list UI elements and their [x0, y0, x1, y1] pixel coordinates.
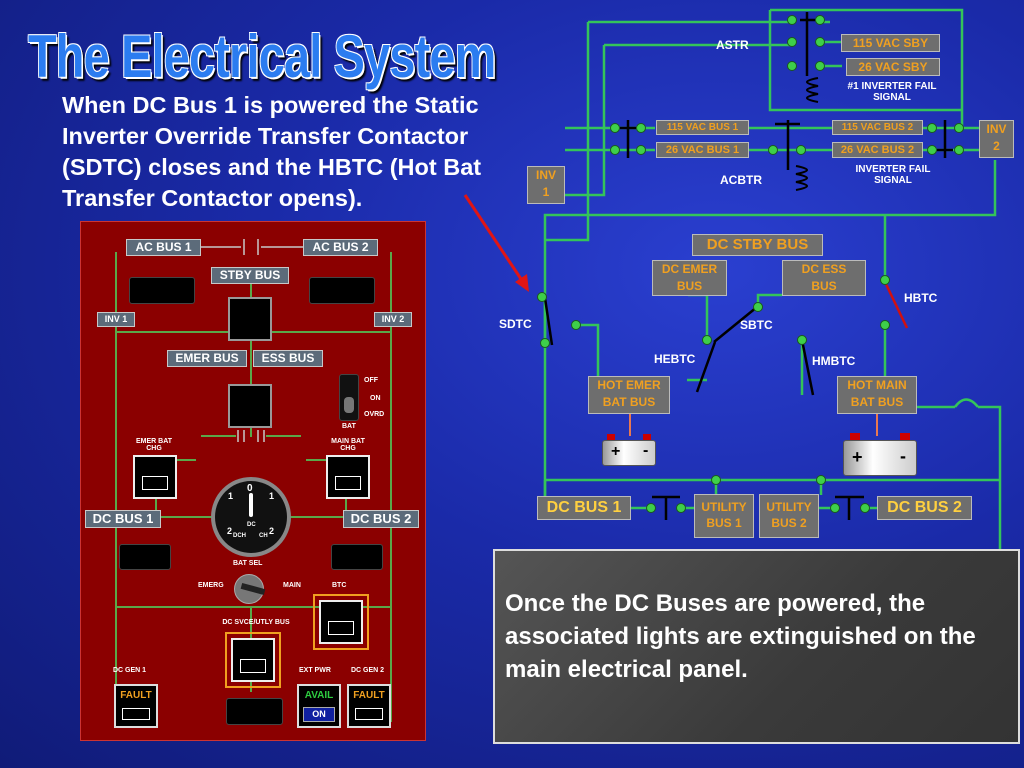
emer-battery-plus: + [611, 443, 621, 460]
bat-switch[interactable] [339, 374, 359, 421]
note-box: Once the DC Buses are powered, the assoc… [493, 549, 1020, 744]
emer-bus-label: EMER BUS [167, 350, 247, 367]
dc-gen-2-fault-light[interactable]: FAULT [347, 684, 391, 728]
inv-2-label: INV 2 [374, 312, 412, 327]
main-battery-minus: - [900, 446, 906, 466]
note-text: Once the DC Buses are powered, the assoc… [505, 590, 976, 683]
dc-bus-2-schematic: DC BUS 2 [877, 496, 972, 520]
btc-light[interactable] [313, 594, 369, 650]
fault-2-text: FAULT [353, 690, 385, 701]
ac-bus-2-annunciator [309, 277, 375, 304]
intro-text: When DC Bus 1 is powered the Static Inve… [62, 92, 482, 211]
dc-bus-1-schematic: DC BUS 1 [537, 496, 631, 520]
emer-battery-minus: - [643, 442, 649, 459]
ac-bus-2-label: AC BUS 2 [303, 239, 378, 256]
vac26-bus-2: 26 VAC BUS 2 [832, 142, 923, 158]
main-battery-plus: + [852, 447, 863, 467]
fault-1-text: FAULT [120, 690, 152, 701]
pointer-arrow [463, 194, 529, 292]
vac115-bus-2: 115 VAC BUS 2 [832, 120, 923, 135]
ac-bus-1-label: AC BUS 1 [126, 239, 201, 256]
ac-bus-1-annunciator [129, 277, 195, 304]
gauge-one-left: 1 [228, 491, 234, 501]
dc-gen-1-fault-light[interactable]: FAULT [114, 684, 158, 728]
vac26-sby-bus: 26 VAC SBY [846, 58, 940, 76]
vac115-bus-1: 115 VAC BUS 1 [656, 120, 749, 135]
astr-label: ASTR [716, 38, 749, 52]
acbtr-label: ACBTR [720, 173, 762, 187]
dc-gen-2-label: DC GEN 2 [351, 667, 385, 674]
bat-ovrd-label: OVRD [364, 411, 385, 418]
dc-svce-label: DC SVCE/UTLY BUS [222, 619, 290, 626]
ess-bus-label: ESS BUS [253, 350, 323, 367]
electrical-panel: AC BUS 1 AC BUS 2 STBY BUS INV 1 INV 2 E… [80, 221, 426, 741]
emer-bat-chg-light[interactable] [133, 455, 177, 499]
ext-pwr-light[interactable]: AVAIL ON [297, 684, 341, 728]
emer-battery: + - [602, 434, 656, 466]
dc-svce-light[interactable] [225, 632, 281, 688]
dc-gen-1-label: DC GEN 1 [113, 667, 147, 674]
main-battery: + - [843, 433, 917, 476]
bat-gauge: 0 1 1 2 2 DC DCH CH [211, 477, 291, 557]
gauge-zero: 0 [247, 483, 253, 494]
emer-ess-bus-light[interactable] [228, 384, 272, 428]
bat-sel-knob[interactable] [234, 574, 266, 604]
sdtc-label: SDTC [499, 317, 532, 331]
bat-off-label: OFF [364, 377, 378, 384]
main-label: MAIN [283, 582, 301, 589]
stby-bus-light[interactable] [228, 297, 272, 341]
sbtc-label: SBTC [740, 318, 773, 332]
gauge-two-left: 2 [227, 526, 233, 536]
hmbtc-label: HMBTC [812, 354, 856, 368]
emerg-label: EMERG [198, 582, 224, 589]
bat-label: BAT [342, 423, 356, 430]
gauge-dc: DC [247, 522, 256, 528]
dc-bus-1-annunciator [119, 544, 171, 570]
stby-bus-label: STBY BUS [211, 267, 289, 284]
slide-title: The Electrical System [28, 23, 496, 90]
dc-bus-2-annunciator [331, 544, 383, 570]
dc-bus-1-label: DC BUS 1 [85, 510, 161, 528]
avail-text: AVAIL [304, 690, 334, 701]
hbtc-label: HBTC [904, 291, 938, 305]
on-text: ON [303, 707, 335, 722]
ext-pwr-label: EXT PWR [299, 667, 331, 674]
vac26-bus-1: 26 VAC BUS 1 [656, 142, 749, 158]
dc-bus-2-label: DC BUS 2 [343, 510, 419, 528]
btc-label: BTC [332, 582, 347, 589]
main-bat-chg-light[interactable] [326, 455, 370, 499]
ext-pwr-switch[interactable] [226, 698, 283, 725]
gauge-dch: DCH [233, 533, 246, 539]
vac115-sby-bus: 115 VAC SBY [841, 34, 940, 52]
dc-stby-bus: DC STBY BUS [692, 234, 823, 256]
bat-sel-label: BAT SEL [233, 560, 263, 567]
gauge-ch: CH [259, 533, 268, 539]
gauge-two-right: 2 [269, 526, 275, 536]
hebtc-label: HEBTC [654, 352, 696, 366]
gauge-one-right: 1 [269, 491, 275, 501]
bat-on-label: ON [370, 395, 381, 402]
inv-1-label: INV 1 [97, 312, 135, 327]
